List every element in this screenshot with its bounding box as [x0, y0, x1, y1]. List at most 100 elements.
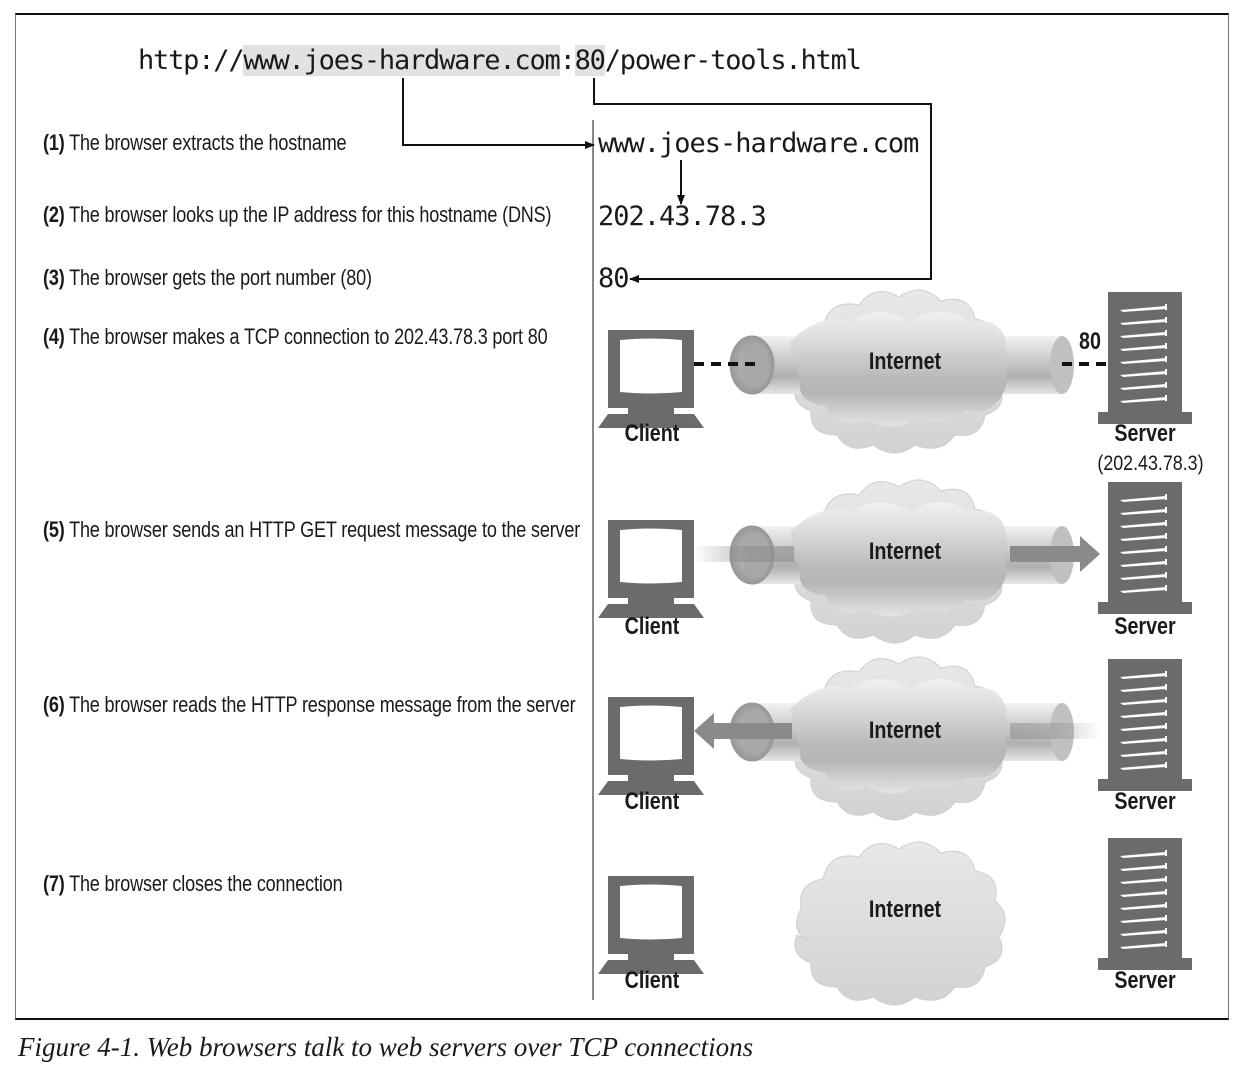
server-slot	[1120, 548, 1166, 554]
client-computer-icon	[598, 697, 704, 795]
server-slot	[1120, 319, 1166, 325]
server-slot	[1120, 345, 1166, 351]
divider-line	[592, 120, 594, 1000]
step-text: The browser extracts the hostname	[64, 130, 347, 155]
response-arrow-head	[694, 713, 714, 749]
step-text: The browser sends an HTTP GET request me…	[64, 517, 581, 542]
client-label-1: Client	[624, 420, 680, 447]
server-slot	[1120, 358, 1166, 364]
step-1: (1) The browser extracts the hostname	[43, 130, 347, 156]
server-slot	[1120, 587, 1166, 593]
server-slot	[1120, 561, 1166, 567]
server-slot	[1120, 904, 1166, 910]
step-text: The browser gets the port number (80)	[64, 265, 372, 290]
step-4: (4) The browser makes a TCP connection t…	[43, 324, 548, 350]
server-icon	[1098, 482, 1192, 614]
client-computer-icon	[598, 876, 704, 974]
step-6: (6) The browser reads the HTTP response …	[43, 692, 576, 718]
internet-label-2: Internet	[868, 538, 942, 565]
monitor-stand	[628, 408, 674, 414]
server-slot	[1120, 509, 1166, 515]
server-slot	[1120, 764, 1166, 770]
server-base	[1098, 779, 1192, 791]
response-arrow-tail	[1010, 723, 1100, 739]
server-tower	[1108, 659, 1182, 779]
keyboard	[598, 414, 704, 428]
figure-frame	[15, 13, 1229, 1020]
url-scheme: http://	[138, 45, 245, 76]
hostname-connector-arrow	[402, 78, 595, 149]
step-text: The browser closes the connection	[64, 871, 343, 896]
server-slot	[1120, 574, 1166, 580]
server-slot	[1120, 712, 1166, 718]
server-icon	[1098, 838, 1192, 970]
server-slot	[1120, 522, 1166, 528]
request-arrow-tail	[694, 546, 794, 562]
step-number: (1)	[43, 130, 65, 155]
server-slot	[1120, 699, 1166, 705]
server-base	[1098, 412, 1192, 424]
response-arrow-shaft	[712, 723, 792, 739]
request-arrow-shaft	[1010, 546, 1080, 562]
server-label-3: Server	[1114, 788, 1176, 815]
server-slot	[1120, 535, 1166, 541]
port-connector-arrow	[593, 78, 932, 283]
step-number: (5)	[43, 517, 65, 542]
step-text: The browser reads the HTTP response mess…	[64, 692, 576, 717]
result-ip: 202.43.78.3	[598, 201, 767, 232]
url-path: /power-tools.html	[604, 45, 862, 76]
server-icon	[1098, 292, 1192, 424]
server-slot	[1120, 852, 1166, 858]
scene-3	[598, 656, 1192, 821]
monitor-stand	[628, 598, 674, 604]
server-slot	[1120, 371, 1166, 377]
step-number: (7)	[43, 871, 65, 896]
server-slot	[1120, 384, 1166, 390]
server-icon	[1098, 659, 1192, 791]
cloud-pipe-overlap	[790, 502, 1006, 617]
step-number: (3)	[43, 265, 65, 290]
scene-2	[598, 479, 1192, 644]
step-number: (2)	[43, 202, 65, 227]
result-port: 80	[598, 263, 630, 294]
client-label-3: Client	[624, 788, 680, 815]
port-label: 80	[1079, 328, 1101, 355]
server-slot	[1120, 943, 1166, 949]
server-slot	[1120, 332, 1166, 338]
scene-4	[598, 838, 1192, 1006]
client-label-2: Client	[624, 613, 680, 640]
step-5: (5) The browser sends an HTTP GET reques…	[43, 517, 580, 543]
step-text: The browser looks up the IP address for …	[64, 202, 552, 227]
step-text: The browser makes a TCP connection to 20…	[64, 324, 548, 349]
server-slot	[1120, 917, 1166, 923]
client-label-4: Client	[624, 967, 680, 994]
server-label-1: Server	[1114, 420, 1176, 447]
server-ip-label: (202.43.78.3)	[1097, 452, 1204, 475]
step-7: (7) The browser closes the connection	[43, 871, 343, 897]
server-base	[1098, 602, 1192, 614]
screen	[620, 338, 682, 394]
server-tower	[1108, 838, 1182, 958]
server-slot	[1120, 891, 1166, 897]
scene-1	[598, 289, 1192, 454]
url-hostname-highlight: www.joes-hardware.com	[243, 45, 561, 76]
server-tower	[1108, 482, 1182, 602]
internet-label-1: Internet	[868, 348, 942, 375]
screen	[620, 528, 682, 584]
internet-cloud-icon	[794, 841, 1006, 1006]
server-slot	[1120, 725, 1166, 731]
step-number: (6)	[43, 692, 65, 717]
result-hostname: www.joes-hardware.com	[598, 128, 919, 159]
server-base	[1098, 958, 1192, 970]
server-slot	[1120, 496, 1166, 502]
step-3: (3) The browser gets the port number (80…	[43, 265, 372, 291]
monitor-stand	[628, 775, 674, 781]
server-slot	[1120, 397, 1166, 403]
server-slot	[1120, 686, 1166, 692]
figure-caption: Figure 4-1. Web browsers talk to web ser…	[18, 1032, 754, 1062]
step-2: (2) The browser looks up the IP address …	[43, 202, 552, 228]
client-computer-icon	[598, 520, 704, 618]
server-slot	[1120, 673, 1166, 679]
server-slot	[1120, 751, 1166, 757]
url-colon: :	[559, 45, 576, 76]
